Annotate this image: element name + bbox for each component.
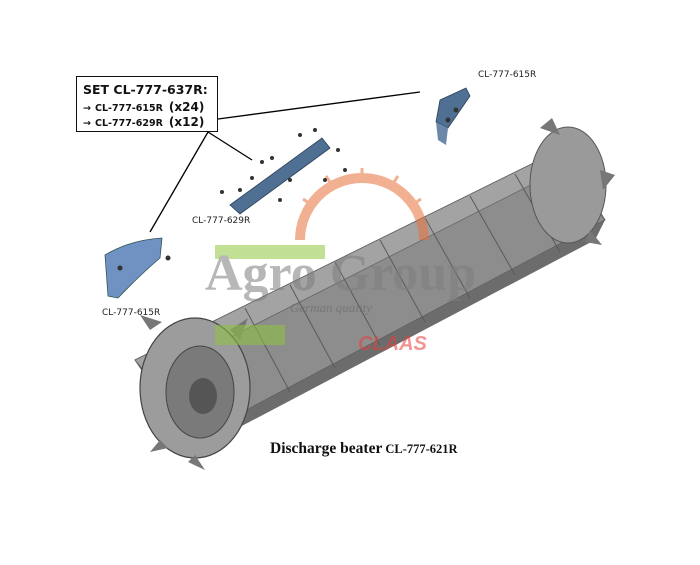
part-615r-top-right bbox=[435, 87, 471, 145]
set-item-qty: (x24) bbox=[168, 100, 205, 114]
part-629r-strip bbox=[220, 128, 347, 215]
svg-text:Agro Group: Agro Group bbox=[205, 245, 476, 302]
set-item-qty: (x12) bbox=[168, 115, 205, 129]
part-label-top-right: CL-777-615R bbox=[478, 70, 537, 80]
beater-right-end bbox=[529, 118, 615, 245]
watermark-logo: Agro Group German quality CLAAS bbox=[205, 168, 476, 355]
svg-text:German quality: German quality bbox=[290, 300, 372, 315]
svg-text:CLAAS: CLAAS bbox=[358, 333, 428, 355]
set-item-row: → CL-777-615R (x24) bbox=[83, 100, 217, 115]
part-label-middle: CL-777-629R bbox=[192, 216, 251, 226]
set-item-code: CL-777-629R bbox=[95, 118, 163, 129]
beater-left-end bbox=[139, 315, 251, 470]
set-item-code: CL-777-615R bbox=[95, 103, 163, 114]
arrow-right-icon: → bbox=[83, 118, 91, 129]
arrow-right-icon: → bbox=[83, 103, 91, 114]
caption-code: CL-777-621R bbox=[385, 442, 458, 456]
set-title: SET CL-777-637R: bbox=[83, 82, 208, 97]
leader-lines bbox=[149, 91, 421, 233]
set-callout-box: SET CL-777-637R: → CL-777-615R (x24) → CL-7… bbox=[76, 76, 218, 132]
set-item-row: → CL-777-629R (x12) bbox=[83, 115, 217, 130]
caption-title: Discharge beater bbox=[270, 440, 383, 457]
part-label-left: CL-777-615R bbox=[102, 308, 161, 318]
part-615r-left bbox=[104, 237, 171, 299]
